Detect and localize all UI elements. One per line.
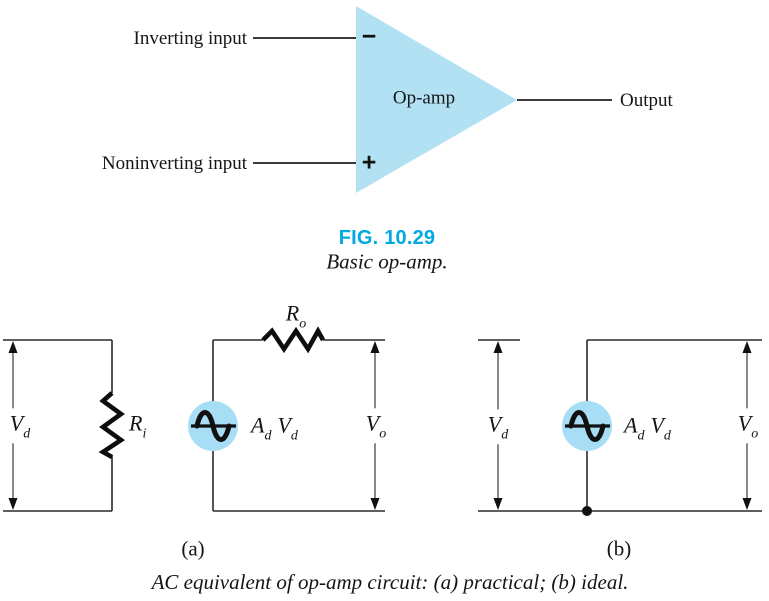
circuit-b-vo-arrowhead-down xyxy=(742,498,752,510)
junction-dot xyxy=(582,506,592,516)
figure-number: FIG. 10.29 xyxy=(338,227,436,249)
ri-label: Ri xyxy=(129,410,147,442)
figure-caption-basic-opamp: Basic op-amp. xyxy=(326,249,448,274)
vd-b-sub: d xyxy=(501,427,509,443)
advd-b-sub1: d xyxy=(637,428,645,444)
vo-a-sub: o xyxy=(379,426,387,442)
output-label: Output xyxy=(620,90,673,111)
sine-wave-icon-b xyxy=(568,410,606,442)
inverting-input-label: Inverting input xyxy=(133,28,247,49)
ri-base: R xyxy=(129,410,143,436)
circuit-a-vo-arrowhead-down xyxy=(370,498,380,510)
noninverting-input-label: Noninverting input xyxy=(101,153,247,174)
circuit-b-vo-arrowhead-up xyxy=(742,341,752,353)
ro-label: Ro xyxy=(285,300,307,332)
vd-b-base: V xyxy=(487,411,502,437)
circuit-a-vo-arrowhead-up xyxy=(370,341,380,353)
advd-b-sub2: d xyxy=(663,428,671,444)
opamp-triangle-icon xyxy=(356,6,517,193)
vo-label-a: Vo xyxy=(363,408,389,444)
circuit-a-vd-arrowhead-up xyxy=(8,341,18,353)
circuit-b-vd-arrowhead-down xyxy=(493,498,503,510)
ri-sub: i xyxy=(142,426,147,442)
ro-base: R xyxy=(285,300,300,326)
sublabel-b: (b) xyxy=(606,536,632,561)
vo-a-base: V xyxy=(365,410,380,436)
advd-b-base2: V xyxy=(650,412,664,438)
inverting-minus-sign: − xyxy=(361,22,377,51)
advd-a-base2: V xyxy=(277,412,291,438)
circuit-a-vd-arrowhead-down xyxy=(8,498,18,510)
figure-caption-ac-equivalent: AC equivalent of op-amp circuit: (a) pra… xyxy=(151,570,629,594)
advd-a-base1: A xyxy=(251,412,265,438)
advd-b-base1: A xyxy=(624,412,638,438)
advd-a-sub2: d xyxy=(290,428,298,444)
vd-a-sub: d xyxy=(23,426,31,442)
opamp-label: Op-amp xyxy=(392,87,456,109)
advd-a-sub1: d xyxy=(264,428,272,444)
vd-label-b: Vd xyxy=(485,409,511,445)
ro-sub: o xyxy=(299,316,307,332)
vo-b-base: V xyxy=(737,410,752,436)
vo-label-b: Vo xyxy=(735,408,761,444)
vo-b-sub: o xyxy=(751,426,759,442)
vd-a-base: V xyxy=(9,410,24,436)
circuit-b-vd-arrowhead-up xyxy=(493,341,503,353)
sublabel-a: (a) xyxy=(181,536,205,561)
vd-label-a: Vd xyxy=(7,408,33,444)
resistor-ri-zigzag-icon xyxy=(98,391,126,460)
resistor-ro-zigzag-icon xyxy=(261,326,326,354)
sine-wave-icon-a xyxy=(194,410,232,442)
noninverting-plus-sign: + xyxy=(361,148,377,177)
